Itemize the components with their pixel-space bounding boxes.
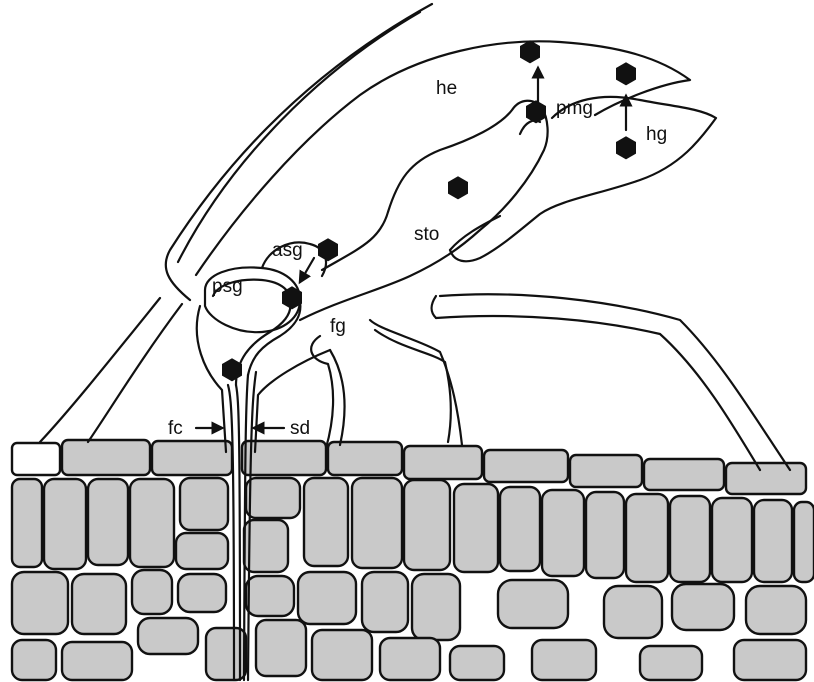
body-lower-outline xyxy=(440,294,790,470)
mesophyll-cell xyxy=(72,574,126,634)
label-hg: hg xyxy=(646,124,667,145)
body-lower-cap xyxy=(432,296,437,318)
labels: he pmg hg sto asg psg fg fc sd xyxy=(168,78,667,439)
epidermis-cell xyxy=(12,443,60,475)
hexagon-marker xyxy=(616,136,636,159)
arrow-asg xyxy=(300,258,314,282)
mesophyll-cell xyxy=(62,642,132,680)
mesophyll-cell xyxy=(542,490,584,576)
mesophyll-cell xyxy=(450,646,504,680)
mesophyll-cell xyxy=(246,478,300,518)
hexagon-marker xyxy=(526,100,546,123)
mesophyll-cell xyxy=(304,478,348,566)
leg-front-a xyxy=(40,298,160,442)
salivary-duct-upper xyxy=(236,302,290,385)
hindgut xyxy=(450,97,716,261)
epidermis-cell xyxy=(484,450,568,482)
label-fg: fg xyxy=(330,316,346,337)
mesophyll-cell xyxy=(298,572,356,624)
salivary-duct-lower xyxy=(248,302,300,375)
mesophyll-cell xyxy=(670,496,710,582)
body-lower-inner xyxy=(436,316,760,470)
leg-hind-b xyxy=(375,330,451,442)
label-fc: fc xyxy=(168,418,183,439)
markers xyxy=(222,40,636,381)
stomach-lower xyxy=(300,108,548,320)
hexagon-marker xyxy=(448,176,468,199)
mesophyll-cell xyxy=(176,533,228,569)
mesophyll-cell xyxy=(454,484,498,572)
label-psg: psg xyxy=(212,276,243,297)
clypeus xyxy=(197,306,226,452)
mesophyll-cell xyxy=(256,620,306,676)
hexagon-marker xyxy=(520,40,540,63)
mesophyll-cell xyxy=(12,479,42,567)
mesophyll-cell xyxy=(640,646,702,680)
mesophyll-cell xyxy=(412,574,460,640)
mesophyll-cell xyxy=(626,494,668,582)
mesophyll-cell xyxy=(498,580,568,628)
epidermis-cell xyxy=(62,440,150,475)
mesophyll-cell xyxy=(88,479,128,565)
mesophyll-cell xyxy=(130,479,174,567)
mesophyll-cell xyxy=(180,478,228,530)
leaf-tissue xyxy=(12,440,814,680)
hexagon-marker xyxy=(616,62,636,85)
label-he: he xyxy=(436,78,457,99)
mesophyll-cell xyxy=(246,576,294,616)
mesophyll-cell xyxy=(712,498,752,582)
epidermis-cell xyxy=(570,455,642,487)
mesophyll-cell xyxy=(604,586,662,638)
label-sd: sd xyxy=(290,418,310,439)
mesophyll-cell xyxy=(12,640,56,680)
mesophyll-cell xyxy=(362,572,408,632)
mesophyll-cell xyxy=(138,618,198,654)
mesophyll-cell xyxy=(500,487,540,571)
hexagon-marker xyxy=(318,238,338,261)
mesophyll-cell xyxy=(734,640,806,680)
mesophyll-cell xyxy=(352,478,402,568)
epidermis-cell xyxy=(328,442,402,475)
mesophyll-cell xyxy=(754,500,792,582)
hexagon-marker xyxy=(222,358,242,381)
mesophyll-cell xyxy=(672,584,734,630)
label-asg: asg xyxy=(272,240,303,261)
label-pmg: pmg xyxy=(556,98,593,119)
mesophyll-cell xyxy=(12,572,68,634)
mesophyll-cell xyxy=(312,630,372,680)
mesophyll-cell xyxy=(380,638,440,680)
mesophyll-cell xyxy=(132,570,172,614)
epidermis-cell xyxy=(644,459,724,490)
epidermis-cell xyxy=(152,441,232,475)
mesophyll-cell xyxy=(178,574,226,612)
epidermis-cell xyxy=(404,446,482,479)
mesophyll-cell xyxy=(44,479,86,569)
epidermis-cell xyxy=(726,463,806,494)
mesophyll-cell xyxy=(746,586,806,634)
head-capsule xyxy=(196,41,690,275)
mesophyll-cell xyxy=(532,640,596,680)
mesophyll-cell xyxy=(794,502,814,582)
mesophyll-cell xyxy=(586,492,624,578)
arrows xyxy=(196,68,626,428)
label-sto: sto xyxy=(414,224,439,245)
mesophyll-cell xyxy=(404,480,450,570)
